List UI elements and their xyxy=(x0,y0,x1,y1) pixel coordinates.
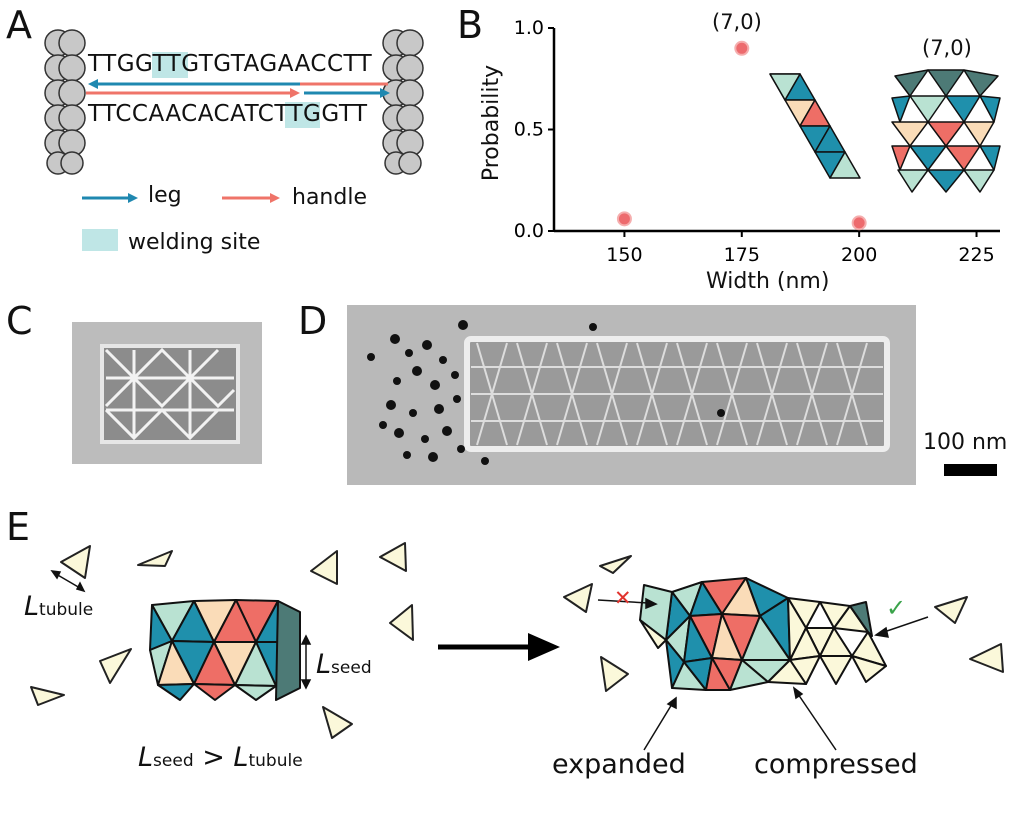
rolled-tube-tri-6 xyxy=(979,95,1001,123)
tube-annotation: (7,0) xyxy=(922,36,972,60)
scale-bar xyxy=(944,464,997,476)
micrograph-c xyxy=(72,322,262,464)
rolled-tube-tri-1 xyxy=(927,69,965,97)
seq-bottom-weld: TT xyxy=(274,101,304,127)
sequence-top: TTGGTTGTGTAGAACCTT xyxy=(88,53,372,76)
incoming-arrows xyxy=(597,597,929,751)
chart-b: 0.0 0.5 1.0 150 175 200 225 xyxy=(514,17,1001,266)
seed-tube xyxy=(149,599,301,701)
ineq-sub2: tubule xyxy=(248,751,303,771)
measure-arrows xyxy=(50,570,312,690)
panel-label-a: A xyxy=(6,3,32,47)
seq-top-weld: TT xyxy=(152,51,182,77)
y-tick-label-2: 1.0 xyxy=(514,17,544,39)
left-bead-column xyxy=(44,29,86,175)
chart-point-annotation: (7,0) xyxy=(712,10,762,34)
seq-bottom-part-2: GGTT xyxy=(303,101,368,127)
legend-weld-swatch xyxy=(82,229,118,251)
expanded-label: expanded xyxy=(552,749,686,780)
panel-e-graphic xyxy=(30,542,1004,751)
l-seed-subscript: seed xyxy=(331,658,372,678)
sequence-bottom: TTCCAACACATCTTGGTT xyxy=(88,103,368,126)
rolled-tube-tri-5 xyxy=(945,95,981,123)
weld-highlight-top xyxy=(152,52,188,78)
data-point-2 xyxy=(851,215,867,231)
rolled-tube-tri-14 xyxy=(897,169,929,193)
seed-tubule-inequality: Lseed > Ltubule xyxy=(138,744,303,771)
strand-arrows xyxy=(86,79,390,98)
free-monomers xyxy=(30,542,1004,739)
chart-ylabel: Probability xyxy=(479,64,505,182)
l-seed-label: Lseed xyxy=(316,651,372,678)
panel-a-graphic xyxy=(44,29,424,251)
check-icon: ✓ xyxy=(886,594,907,622)
rolled-tube-tri-3 xyxy=(891,95,911,123)
panel-label-d: D xyxy=(298,299,328,343)
right-bead-column xyxy=(382,29,424,175)
rolled-tube-tri-0 xyxy=(894,69,929,97)
panel-label-c: C xyxy=(6,299,33,343)
ineq-sub1: seed xyxy=(153,751,194,771)
weld-highlight-bottom xyxy=(285,102,320,128)
ineq-op: > xyxy=(193,742,234,773)
scale-bar-label: 100 nm xyxy=(923,430,1008,455)
ineq-l2: L xyxy=(233,742,249,773)
seq-bottom-part-1: TTCCAACACATC xyxy=(88,101,275,127)
rolled-tube-tri-16 xyxy=(963,169,995,193)
chart-xlabel: Width (nm) xyxy=(706,269,830,294)
panel-label-b: B xyxy=(457,3,484,47)
l-seed-letter: L xyxy=(316,649,332,680)
compressed-label: compressed xyxy=(754,749,918,780)
data-point-0 xyxy=(616,211,632,227)
x-tick-label-3: 225 xyxy=(958,244,994,266)
rolled-tube-tri-15 xyxy=(927,169,965,193)
rolled-tube-tri-10 xyxy=(891,145,911,171)
seq-top-part-1: TTGG xyxy=(88,51,153,77)
l-tubule-label: Ltubule xyxy=(24,593,93,620)
l-tubule-letter: L xyxy=(24,591,40,622)
panel-label-e: E xyxy=(6,505,31,549)
data-point-1 xyxy=(734,40,750,56)
rolled-tube-tri-4 xyxy=(909,95,947,123)
rolled-tube-tri-11 xyxy=(909,145,947,171)
grown-tube xyxy=(639,577,887,691)
x-tick-label-1: 175 xyxy=(724,244,760,266)
x-tick-label-2: 200 xyxy=(841,244,877,266)
rolled-tube-tri-9 xyxy=(963,121,995,147)
micrograph-d xyxy=(347,305,916,485)
legend-weld-label: welding site xyxy=(128,230,261,255)
y-tick-label-1: 0.5 xyxy=(514,119,544,141)
legend-handle-label: handle xyxy=(292,185,367,210)
seq-top-part-2: GTGTAGAACCTT xyxy=(181,51,373,77)
ineq-l1: L xyxy=(138,742,154,773)
rolled-tube-tri-12 xyxy=(945,145,981,171)
rolled-tube-tri-8 xyxy=(927,121,965,147)
lattice-strip-tri-7 xyxy=(829,151,861,179)
rolled-tube-tri-13 xyxy=(979,145,1001,171)
lattice-strip-tri-8 xyxy=(769,73,801,101)
l-tubule-subscript: tubule xyxy=(39,600,94,620)
cross-icon: ✕ xyxy=(614,586,632,610)
rolled-tube-tri-2 xyxy=(963,69,999,97)
rolled-tube-tri-7 xyxy=(891,121,929,147)
y-tick-label-0: 0.0 xyxy=(514,220,544,242)
x-tick-label-0: 150 xyxy=(606,244,642,266)
legend-leg-label: leg xyxy=(148,183,182,208)
